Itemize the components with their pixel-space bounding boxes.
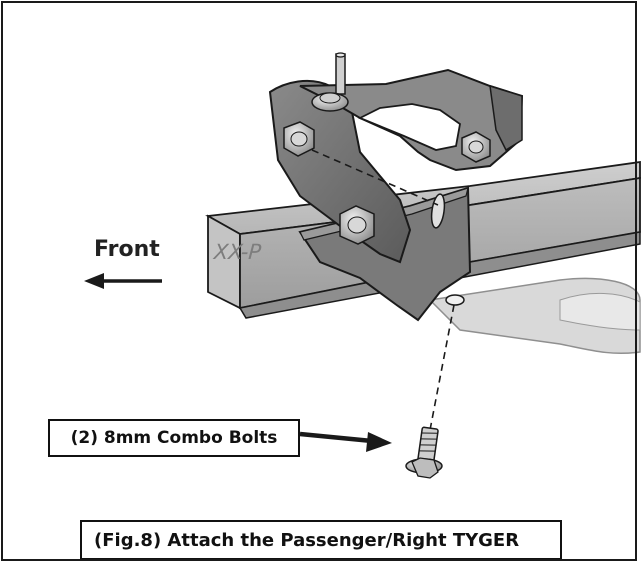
nut-left	[283, 121, 315, 157]
nut-center	[339, 205, 375, 245]
alignment-lines	[311, 149, 455, 431]
nut-top	[311, 92, 349, 112]
combo-bolt	[405, 426, 443, 479]
exhaust-shape	[428, 277, 641, 355]
illustration	[84, 52, 641, 479]
front-label: Front	[94, 237, 160, 262]
right-arrow-icon	[299, 431, 392, 452]
left-arrow-icon	[84, 273, 162, 289]
bracket-nuts	[283, 92, 491, 245]
bolts-callout-label: (2) 8mm Combo Bolts	[48, 419, 300, 457]
nut-right	[461, 131, 491, 163]
